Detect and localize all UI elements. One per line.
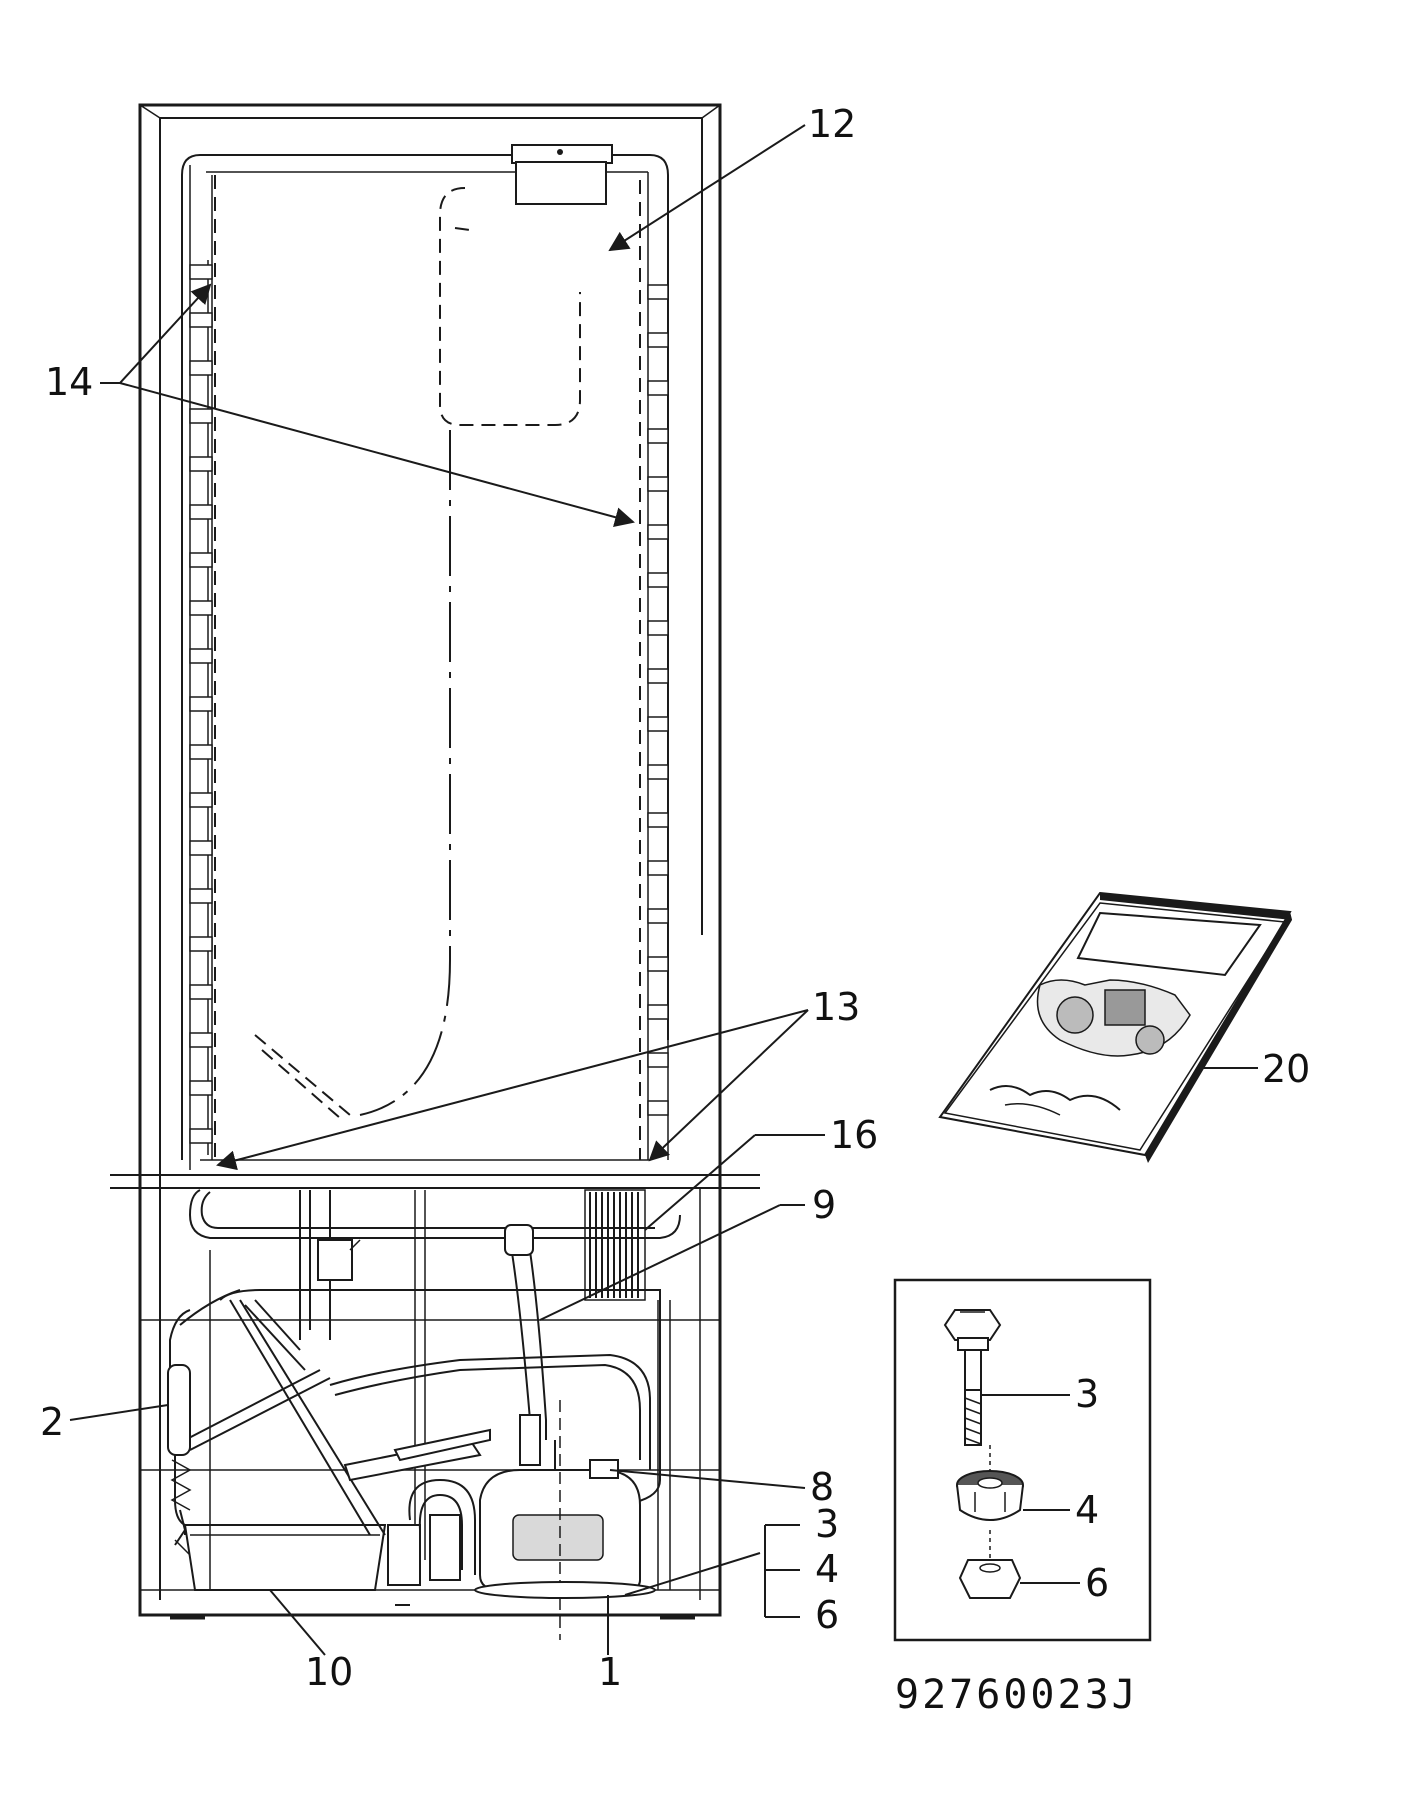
callout-3-inset: 3 (1075, 1372, 1099, 1416)
coil-rung (647, 572, 669, 588)
coil-rung (189, 1080, 213, 1096)
coil-rung (189, 1032, 213, 1048)
drip-tray (183, 1524, 387, 1591)
callout-14: 14 (45, 360, 93, 404)
hex-nut-icon (958, 1445, 1080, 1599)
evaporator-outline (254, 187, 581, 1119)
compressor (474, 1400, 761, 1640)
coil-rung (647, 380, 669, 396)
coil-rung (189, 888, 213, 904)
callout-8: 8 (810, 1465, 834, 1509)
callout-20: 20 (1262, 1047, 1310, 1091)
coil-rung (647, 1100, 669, 1116)
coil-rung (647, 812, 669, 828)
cabinet-outline (138, 103, 722, 1617)
coil-rung (189, 600, 213, 616)
coil-rung (189, 408, 213, 424)
coil-rung (189, 744, 213, 760)
rubber-grommet-icon (956, 1470, 1070, 1521)
leader-lines (69, 124, 1258, 1656)
left-coil-rungs (189, 264, 213, 1144)
coil-rung (647, 668, 669, 684)
coil-rung (647, 284, 669, 300)
coil-rung (189, 648, 213, 664)
callout-1: 1 (598, 1650, 622, 1694)
callout-6-inset: 6 (1085, 1561, 1109, 1605)
compartment-divider (110, 1159, 760, 1189)
coil-rung (647, 860, 669, 876)
coil-rung (189, 1128, 213, 1144)
coil-rung (647, 716, 669, 732)
coil-rung (189, 792, 213, 808)
coil-rung (189, 264, 213, 280)
coil-rung (189, 312, 213, 328)
filter-drier (167, 1364, 192, 1556)
coil-rung (189, 552, 213, 568)
starter-relay (387, 1478, 476, 1586)
callout-13: 13 (812, 985, 860, 1029)
coil-rung (647, 332, 669, 348)
coil-rung (189, 360, 213, 376)
condenser-fins (589, 1192, 639, 1298)
hardware-inset-box (893, 1278, 1152, 1642)
right-coil-rungs (647, 284, 669, 1116)
callout-4-inset: 4 (1075, 1488, 1099, 1532)
hex-bolt-icon (943, 1309, 1070, 1446)
coil-rung (189, 984, 213, 1000)
callout-9: 9 (812, 1183, 836, 1227)
instruction-booklet-icon (938, 891, 1292, 1163)
coil-rung (647, 1052, 669, 1068)
coil-rung (189, 840, 213, 856)
coil-rung (647, 1004, 669, 1020)
callout-3-main: 3 (815, 1502, 839, 1546)
coil-rung (189, 456, 213, 472)
callout-10: 10 (305, 1650, 353, 1694)
coil-rung (647, 620, 669, 636)
callout-12: 12 (808, 102, 856, 146)
coil-rung (647, 764, 669, 780)
cabinet-feet (170, 1604, 695, 1620)
coil-rung (647, 956, 669, 972)
coil-rung (647, 908, 669, 924)
coil-rung (189, 936, 213, 952)
coil-rung (189, 696, 213, 712)
coil-rung (647, 524, 669, 540)
callout-16: 16 (830, 1113, 878, 1157)
coil-rung (189, 504, 213, 520)
thermostat-housing (511, 144, 613, 205)
coil-rung (647, 476, 669, 492)
diagram-code: 92760023J (895, 1672, 1139, 1718)
callout-6-main: 6 (815, 1593, 839, 1637)
callout-2: 2 (40, 1400, 64, 1444)
callout-4-main: 4 (815, 1547, 839, 1591)
coil-rung (647, 428, 669, 444)
